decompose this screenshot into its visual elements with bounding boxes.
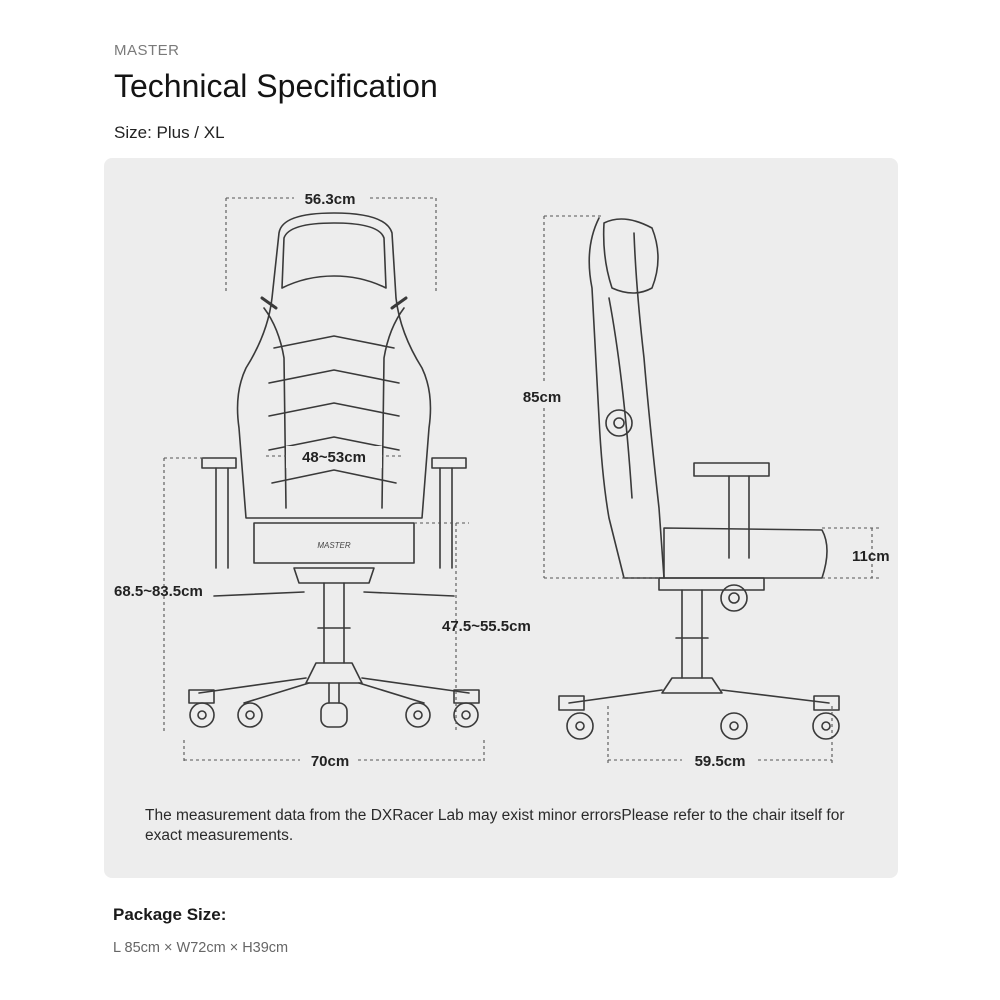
base-depth-label: 59.5cm [695,753,746,770]
side-chair [558,217,840,740]
page-title: Technical Specification [114,68,438,104]
seat-thickness-label: 11cm [852,548,890,565]
seat-brand-mark: MASTER [317,541,351,550]
front-chair [188,212,480,728]
base-width-label: 70cm [311,753,349,770]
seat-height-label: 47.5~55.5cm [442,618,531,635]
eyebrow-label: MASTER [114,42,180,59]
front-width-label: 56.3cm [305,191,356,208]
package-size-value: L 85cm × W72cm × H39cm [113,940,289,956]
overall-height-label: 68.5~83.5cm [114,583,203,600]
spec-panel: 56.3cm 48~53cm 68.5~83.5cm 47.5~55.5cm 7… [104,158,898,878]
seat-width-label: 48~53cm [302,449,366,466]
size-label: Size: Plus / XL [114,123,225,142]
package-size-label: Package Size: [113,905,227,924]
chair-diagram: 56.3cm 48~53cm 68.5~83.5cm 47.5~55.5cm 7… [114,188,890,772]
backrest-height-label: 85cm [523,389,561,406]
measurement-note: The measurement data from the DXRacer La… [145,807,845,844]
